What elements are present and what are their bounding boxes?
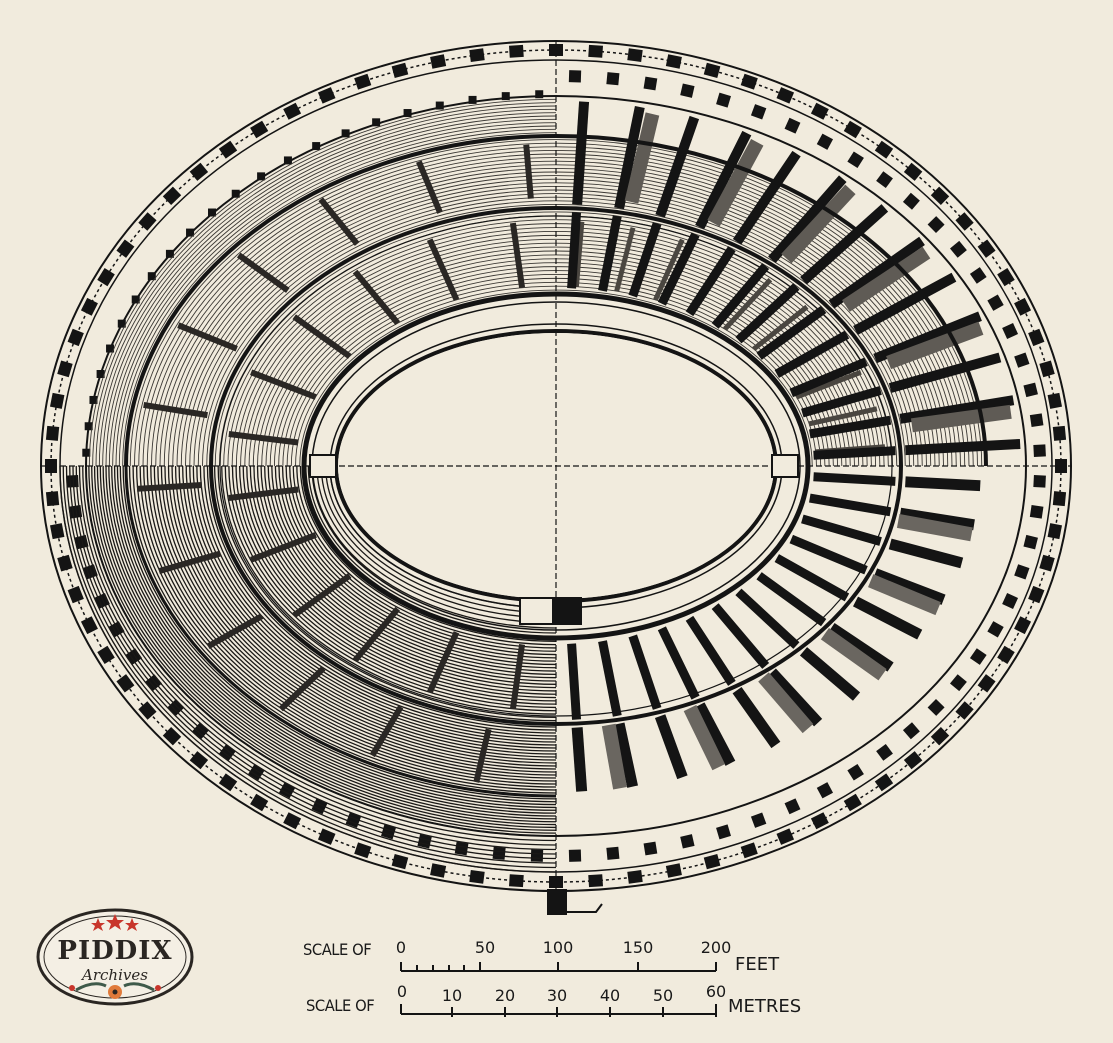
scale-feet-tick-50: 50 <box>474 938 496 957</box>
axial-entrances <box>309 454 799 915</box>
logo-brand: PIDDIX <box>57 936 173 966</box>
logo-sub: Archives <box>82 966 148 984</box>
flower-icon <box>69 982 161 999</box>
scale-feet-unit: FEET <box>735 954 780 975</box>
outer-arcade-piers <box>45 44 1067 888</box>
piddix-archives-logo: PIDDIX Archives <box>36 908 194 1006</box>
scale-feet-tick-100: 100 <box>542 938 574 957</box>
scale-metres-tick-20: 20 <box>494 986 516 1005</box>
scale-metres-label: SCALE OF <box>306 996 375 1015</box>
scale-feet-tick-200: 200 <box>700 938 732 957</box>
scale-metres-tick-50: 50 <box>652 986 674 1005</box>
scale-metres-tick-60: 60 <box>705 982 727 1001</box>
scale-metres-unit: METRES <box>728 996 802 1017</box>
scale-feet-tick-0: 0 <box>395 938 407 957</box>
substructure-vaults <box>136 101 1021 792</box>
scale-metres-tick-30: 30 <box>546 986 568 1005</box>
star-icon <box>91 914 139 931</box>
scale-metres-tick-40: 40 <box>599 986 621 1005</box>
axis-lines <box>42 42 1070 890</box>
scale-metres-tick-0: 0 <box>396 982 408 1001</box>
scale-feet-label: SCALE OF <box>303 940 372 959</box>
scale-feet-tick-150: 150 <box>622 938 654 957</box>
scale-metres-tick-10: 10 <box>441 986 463 1005</box>
